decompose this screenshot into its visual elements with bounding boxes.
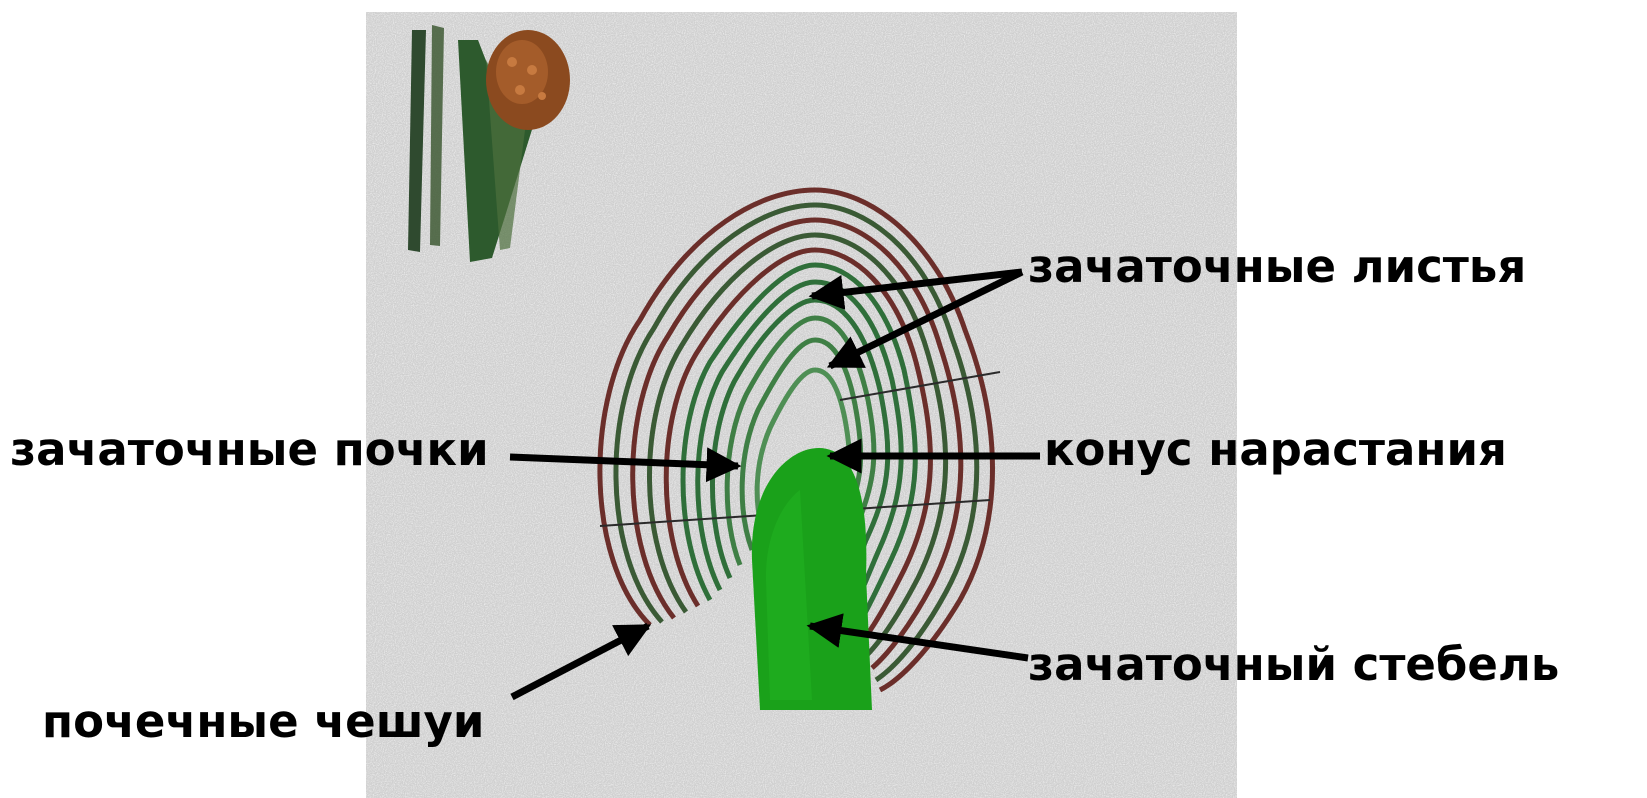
label-bud-scales: почечные чешуи <box>42 695 484 748</box>
label-growth-cone: конус нарастания <box>1044 423 1507 476</box>
label-bud-primordia: зачаточные почки <box>10 423 489 476</box>
label-embryonic-stem: зачаточный стебель <box>1028 638 1559 691</box>
embryonic-stem <box>752 448 872 710</box>
label-leaf-primordia: зачаточные листья <box>1028 240 1526 293</box>
